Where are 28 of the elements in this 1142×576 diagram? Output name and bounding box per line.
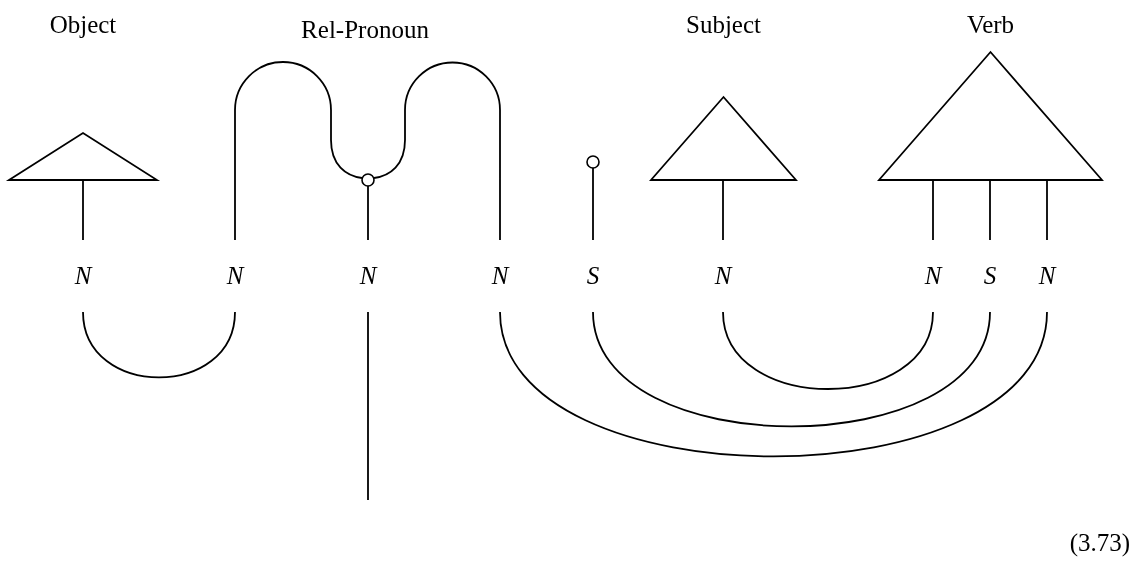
wire bbox=[82, 311, 236, 379]
type-label: N bbox=[484, 240, 516, 312]
wire bbox=[592, 167, 594, 241]
word-heading: Verb bbox=[965, 10, 1016, 40]
wire bbox=[932, 179, 934, 241]
type-label: N bbox=[352, 240, 384, 312]
wire bbox=[499, 311, 1048, 458]
wire bbox=[592, 311, 991, 428]
type-label: N bbox=[917, 240, 949, 312]
equation-number: (3.73) bbox=[1069, 528, 1131, 558]
wire bbox=[234, 61, 363, 241]
wire bbox=[367, 311, 369, 501]
type-label: S bbox=[577, 240, 609, 312]
type-label: N bbox=[219, 240, 251, 312]
type-label: S bbox=[974, 240, 1006, 312]
wire bbox=[722, 179, 724, 241]
wire bbox=[722, 311, 934, 390]
type-label: N bbox=[67, 240, 99, 312]
word-heading: Rel-Pronoun bbox=[301, 15, 429, 45]
wire bbox=[1046, 179, 1048, 241]
type-label: N bbox=[1031, 240, 1063, 312]
wire bbox=[989, 179, 991, 241]
wire bbox=[367, 185, 369, 241]
type-label: N bbox=[707, 240, 739, 312]
word-heading: Object bbox=[48, 10, 118, 40]
wire bbox=[373, 61, 501, 241]
word-heading: Subject bbox=[685, 10, 762, 40]
wire bbox=[82, 179, 84, 241]
